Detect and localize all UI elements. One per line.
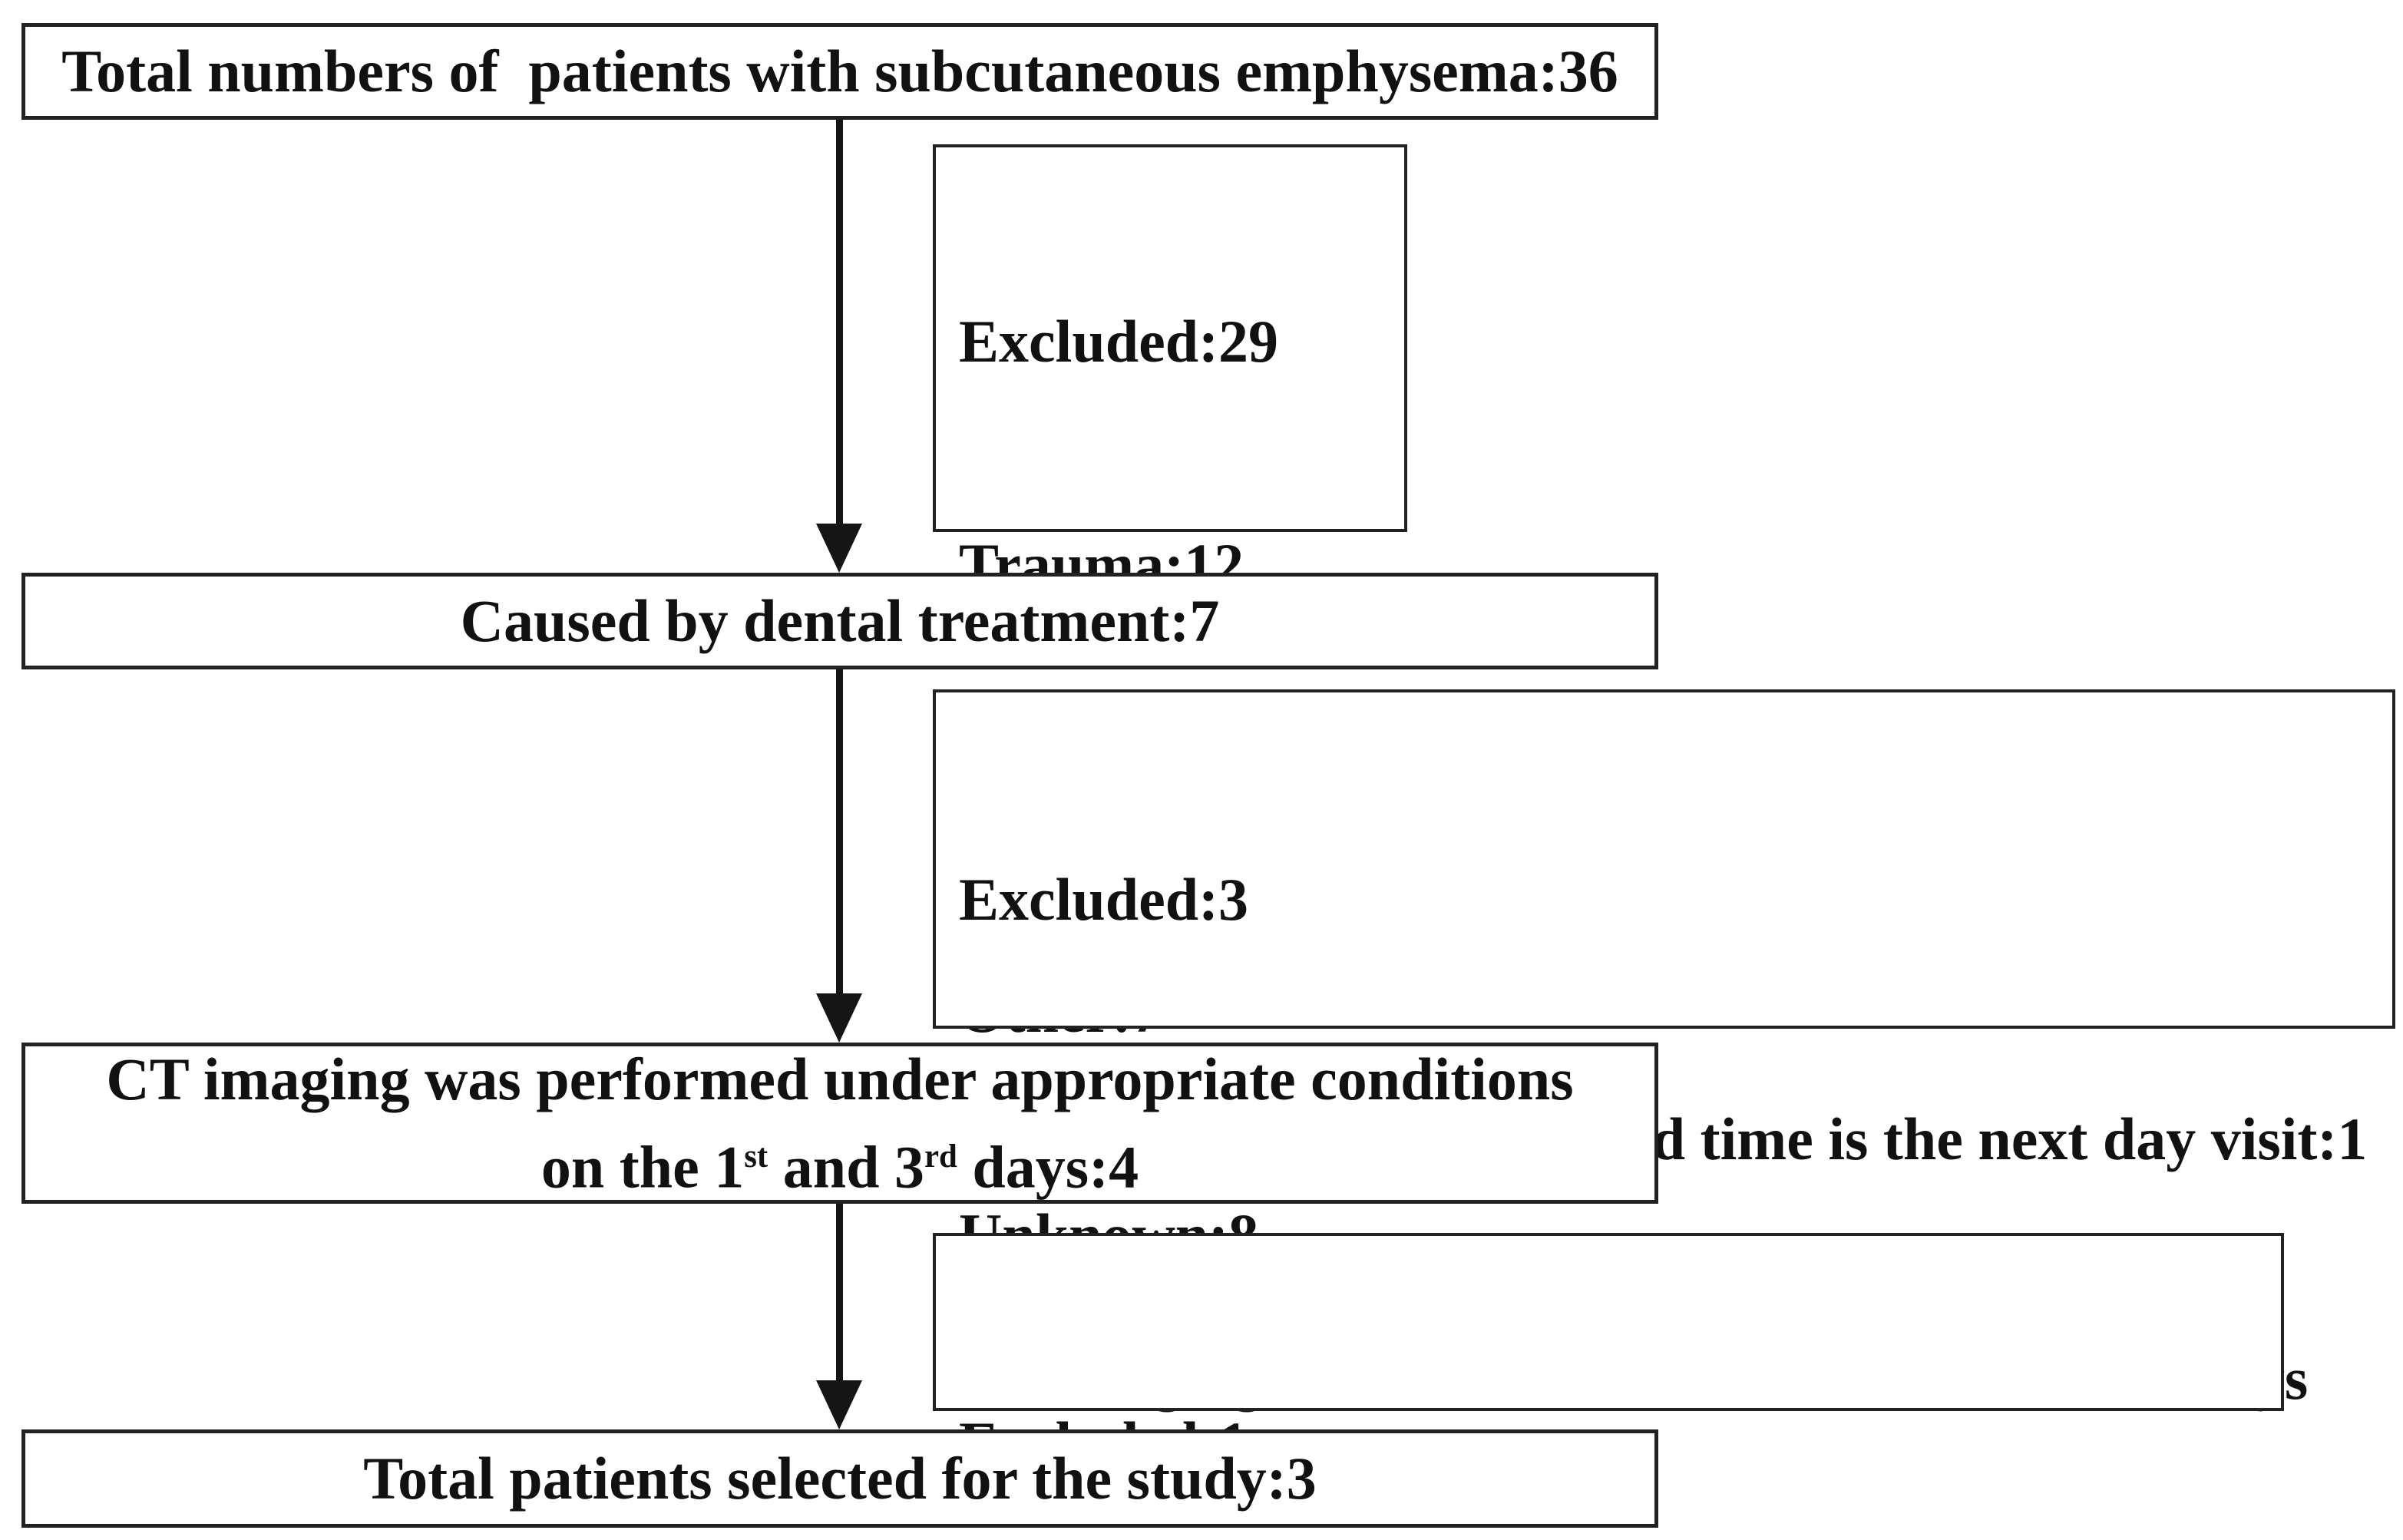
flow-box-total-emphysema: Total numbers of patients with subcutane… [21,23,1658,120]
down-arrow-1 [816,120,862,573]
exclusion-line: Excluded:29 [959,308,1279,375]
flow-box-total-emphysema-label: Total numbers of patients with subcutane… [61,38,1618,104]
arrow-head-icon [816,993,862,1043]
line2-text: days:4 [957,1133,1139,1201]
flow-box-ct-appropriate: CT imaging was performed under appropria… [21,1043,1658,1204]
flow-box-total-selected: Total patients selected for the study:3 [21,1429,1658,1528]
flow-box-dental-treatment: Caused by dental treatment:7 [21,573,1658,669]
arrow-head-icon [816,524,862,573]
flow-box-ct-appropriate-line2: on the 1st and 3rd days:4 [541,1118,1139,1206]
ordinal-superscript: st [744,1138,768,1175]
exclusion-line: Excluded:3 [959,866,1249,933]
flow-box-total-selected-label: Total patients selected for the study:3 [363,1445,1317,1512]
exclusion-box-2: Excluded:3 CT imaging from the second ti… [933,689,2395,1412]
down-arrow-2 [816,669,862,1043]
arrow-shaft [835,120,843,524]
flow-box-ct-appropriate-line1: CT imaging was performed under appropria… [106,1046,1574,1113]
line2-text: on the 1 [540,1133,745,1201]
exclusion-box-3: Excluded:1 Visit our hospital a few days… [933,1233,2284,1476]
exclusion-box-1: Excluded:29 Trauma:12 Operation:2 Other:… [933,144,1407,1268]
arrow-shaft [835,669,843,993]
arrow-shaft [835,1204,843,1380]
down-arrow-3 [816,1204,862,1429]
flow-box-dental-treatment-label: Caused by dental treatment:7 [460,587,1220,654]
arrow-head-icon [816,1380,862,1429]
line2-text: and 3 [768,1133,924,1201]
ordinal-superscript: rd [924,1138,957,1175]
